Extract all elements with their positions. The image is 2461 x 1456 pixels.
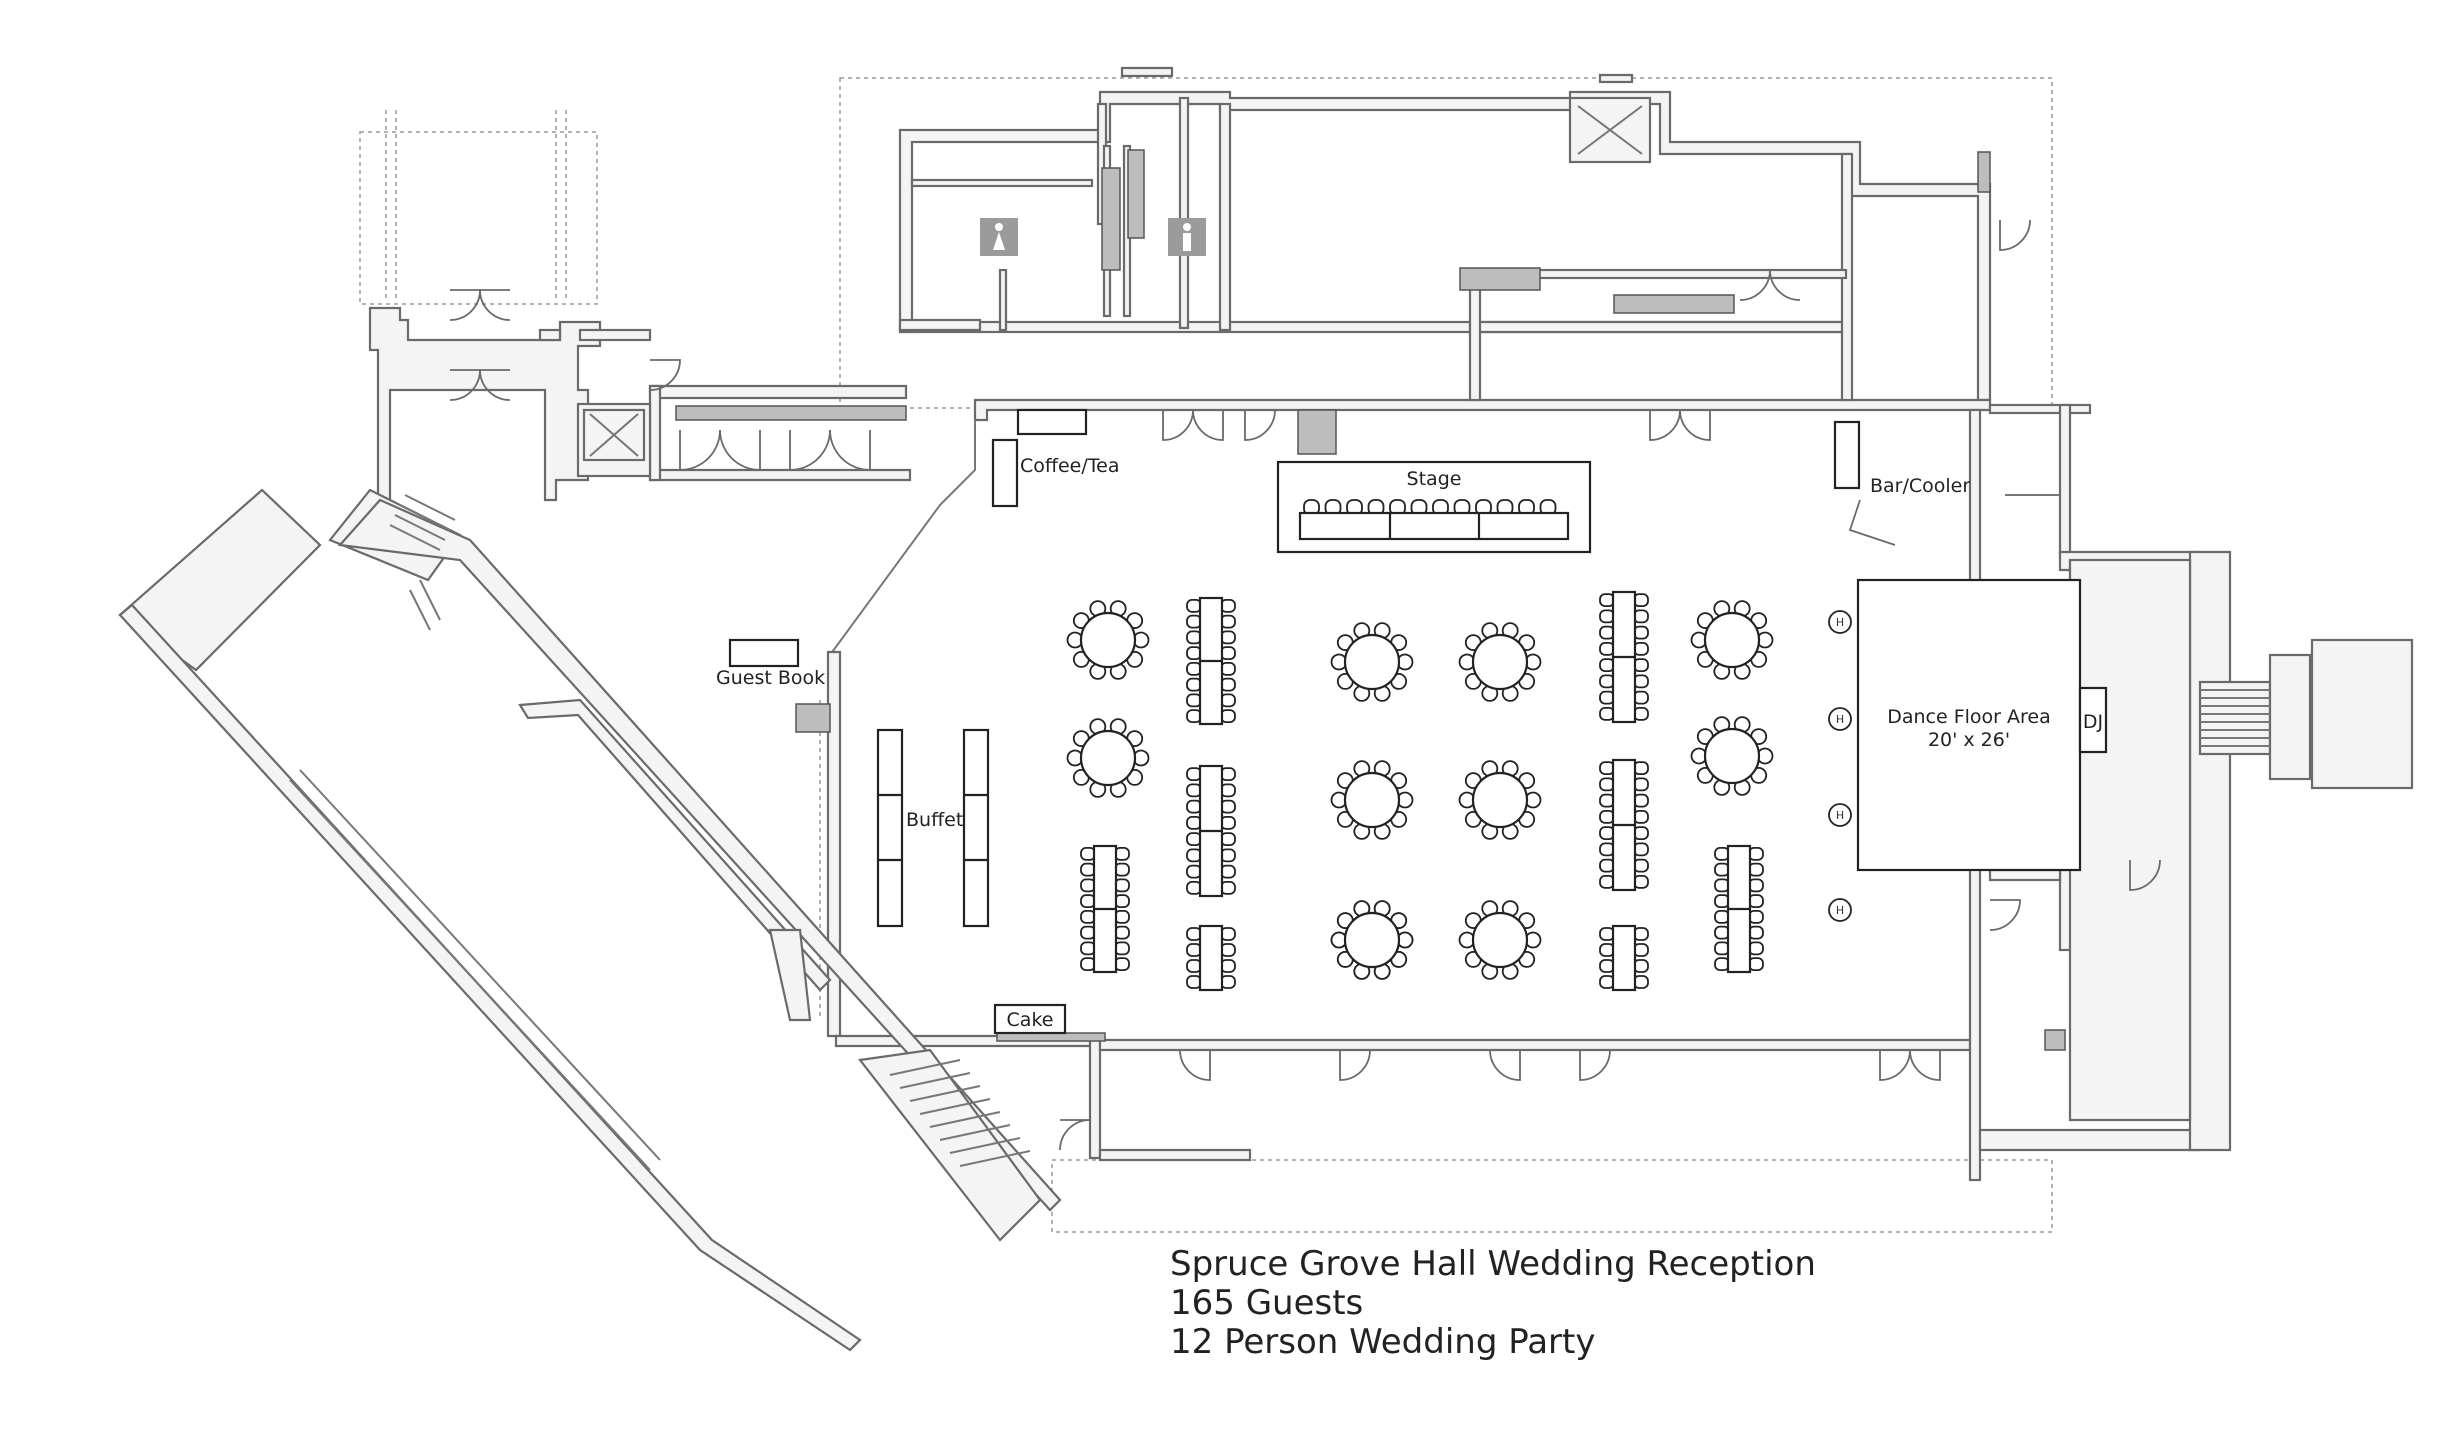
dance-floor-size: 20' x 26' [1928,729,2010,751]
bar-cooler-label: Bar/Cooler [1870,475,1970,497]
guest-tables [1066,590,1774,992]
heater-label: H [1836,904,1844,917]
stairs-icon [389,494,456,631]
round-table [1066,600,1150,680]
heater-icon: H [1828,898,1852,922]
womens-restroom-icon [980,218,1018,256]
caption-party: 12 Person Wedding Party [1170,1322,1596,1362]
stage-label: Stage [1407,468,1462,490]
round-table [1690,600,1774,680]
coffee-tea-label: Coffee/Tea [1020,455,1119,477]
guest-book-label: Guest Book [716,667,825,689]
diagonal-wing [118,488,1062,1352]
banquet-table [1080,844,1130,974]
round-table [1330,622,1414,702]
heater-icon: H [1828,707,1852,731]
banquet-table [1186,596,1236,726]
round-table-top [1471,911,1529,969]
round-table [1690,716,1774,796]
round-table-top [1703,727,1761,785]
counters [675,149,1991,1042]
heater-icon: H [1828,803,1852,827]
round-table [1330,900,1414,980]
cake-label: Cake [1007,1009,1054,1031]
dj-label: DJ [2083,711,2103,733]
round-table-top [1343,911,1401,969]
round-table-top [1343,633,1401,691]
banquet-table [1599,924,1649,992]
round-table [1458,622,1542,702]
stairs-icon [2200,689,2270,747]
elevator-icon [1568,96,1652,164]
round-table [1458,900,1542,980]
banquet-table-top [1611,924,1637,992]
dj-booth: DJ [2078,686,2108,754]
round-table [1458,760,1542,840]
banquet-table [1599,590,1649,724]
buffet-label: Buffet [906,809,963,831]
buffet: Buffet [876,728,990,928]
round-table [1066,718,1150,798]
round-table-top [1703,611,1761,669]
round-table-top [1343,771,1401,829]
stairs-icon [889,1059,1031,1167]
banquet-table [1599,758,1649,892]
caption-guests: 165 Guests [1170,1283,1364,1323]
banquet-table-top [1198,924,1224,992]
heater-icon: H [1828,610,1852,634]
guest-book-table: Guest Book [716,638,825,689]
bar-cooler: Bar/Cooler [1833,420,1970,497]
round-table-top [1079,729,1137,787]
caption-title: Spruce Grove Hall Wedding Reception [1170,1244,1816,1284]
stage: Stage [1276,460,1592,554]
heater-label: H [1836,616,1844,629]
round-table-top [1471,633,1529,691]
coffee-tea-station: Coffee/Tea [991,408,1119,508]
banquet-table [1714,844,1764,974]
heater-label: H [1836,713,1844,726]
round-table-top [1079,611,1137,669]
banquet-table [1186,924,1236,992]
banquet-table [1186,764,1236,898]
mens-restroom-icon [1168,218,1206,256]
head-table [1298,499,1570,541]
plan-caption: Spruce Grove Hall Wedding Reception 165 … [1170,1245,1816,1362]
head-table-top [1298,511,1570,541]
dance-floor-label: Dance Floor Area [1887,706,2051,728]
dance-floor: Dance Floor Area 20' x 26' [1856,578,2082,872]
doors [449,219,2161,1151]
cake-table: Cake [993,1003,1067,1035]
round-table [1330,760,1414,840]
heater-label: H [1836,809,1844,822]
round-table-top [1471,771,1529,829]
elevator-icon [582,408,646,462]
